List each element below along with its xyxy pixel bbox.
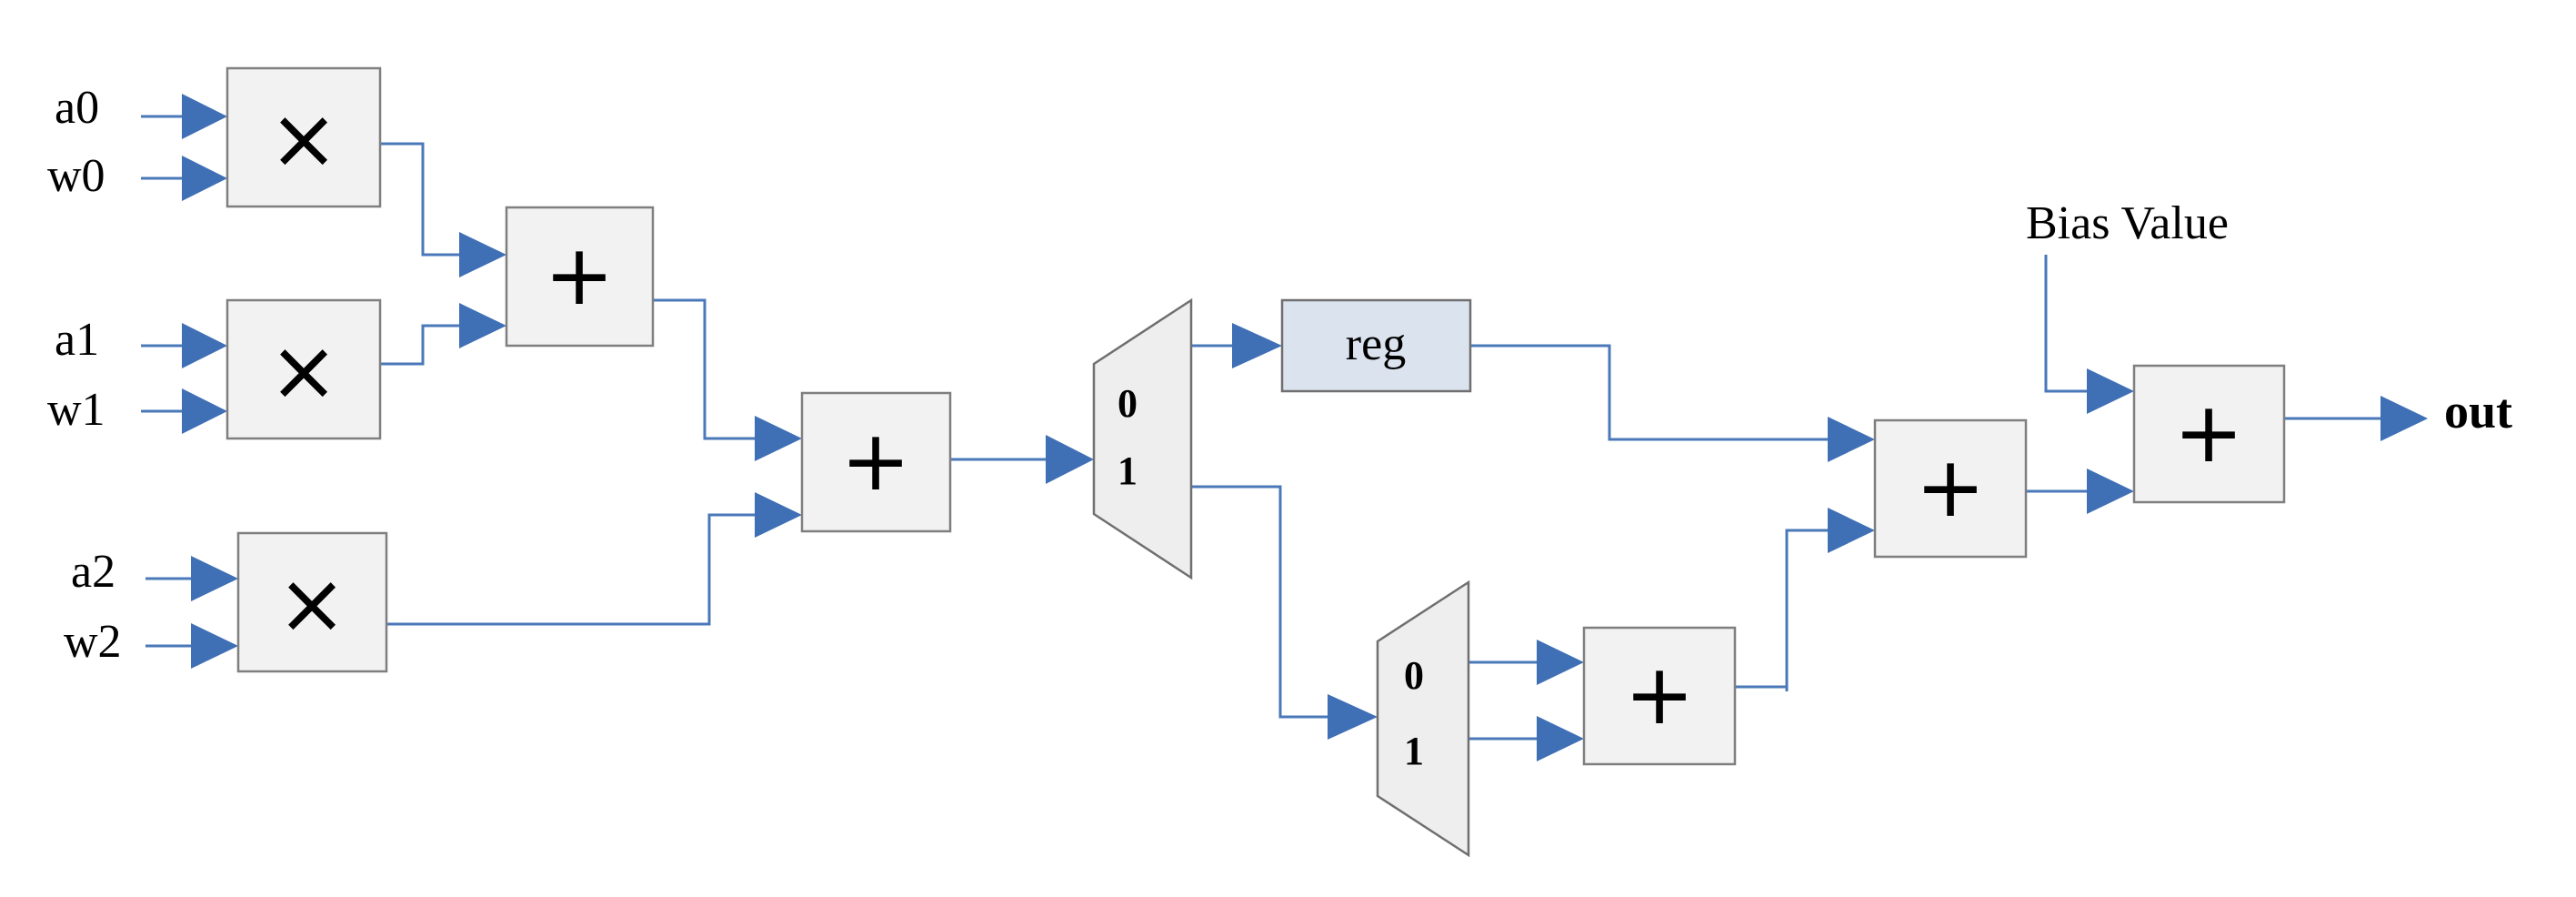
mux-1: 0 1 (1092, 297, 1193, 580)
add-symbol: + (544, 227, 614, 324)
adder-3: + (1582, 626, 1737, 766)
adder-1: + (505, 206, 655, 348)
bias-value-label: Bias Value (2026, 197, 2229, 249)
multiplier-0: × (226, 66, 382, 208)
label-a1: a1 (55, 314, 99, 366)
adder-2: + (800, 391, 952, 533)
label-w0: w0 (47, 150, 105, 202)
register: reg (1280, 298, 1472, 393)
multiplier-1: × (226, 298, 382, 440)
multiply-symbol: × (276, 555, 346, 652)
register-label: reg (1346, 318, 1406, 370)
multiply-symbol: × (268, 90, 338, 187)
mux-1-input-1: 1 (1118, 448, 1138, 493)
add-symbol: + (840, 412, 910, 509)
mux-2-input-1: 1 (1404, 729, 1424, 773)
arrowheads (182, 94, 2428, 761)
adder-5: + (2132, 364, 2286, 504)
add-symbol: + (1915, 438, 1985, 536)
label-w1: w1 (47, 384, 105, 436)
mux-2: 0 1 (1376, 580, 1470, 858)
output-label: out (2444, 384, 2512, 438)
mux-1-input-0: 0 (1118, 381, 1138, 426)
adder-4: + (1873, 418, 2028, 559)
add-symbol: + (2173, 384, 2243, 481)
input-labels: a0 w0 a1 w1 a2 w2 (47, 82, 122, 668)
label-a2: a2 (71, 546, 115, 598)
add-symbol: + (1624, 646, 1694, 743)
wires (141, 115, 2381, 741)
multiplier-2: × (236, 531, 388, 673)
label-w2: w2 (64, 616, 122, 668)
multiply-symbol: × (268, 322, 338, 419)
label-a0: a0 (55, 82, 99, 134)
mux-2-input-0: 0 (1404, 653, 1424, 698)
